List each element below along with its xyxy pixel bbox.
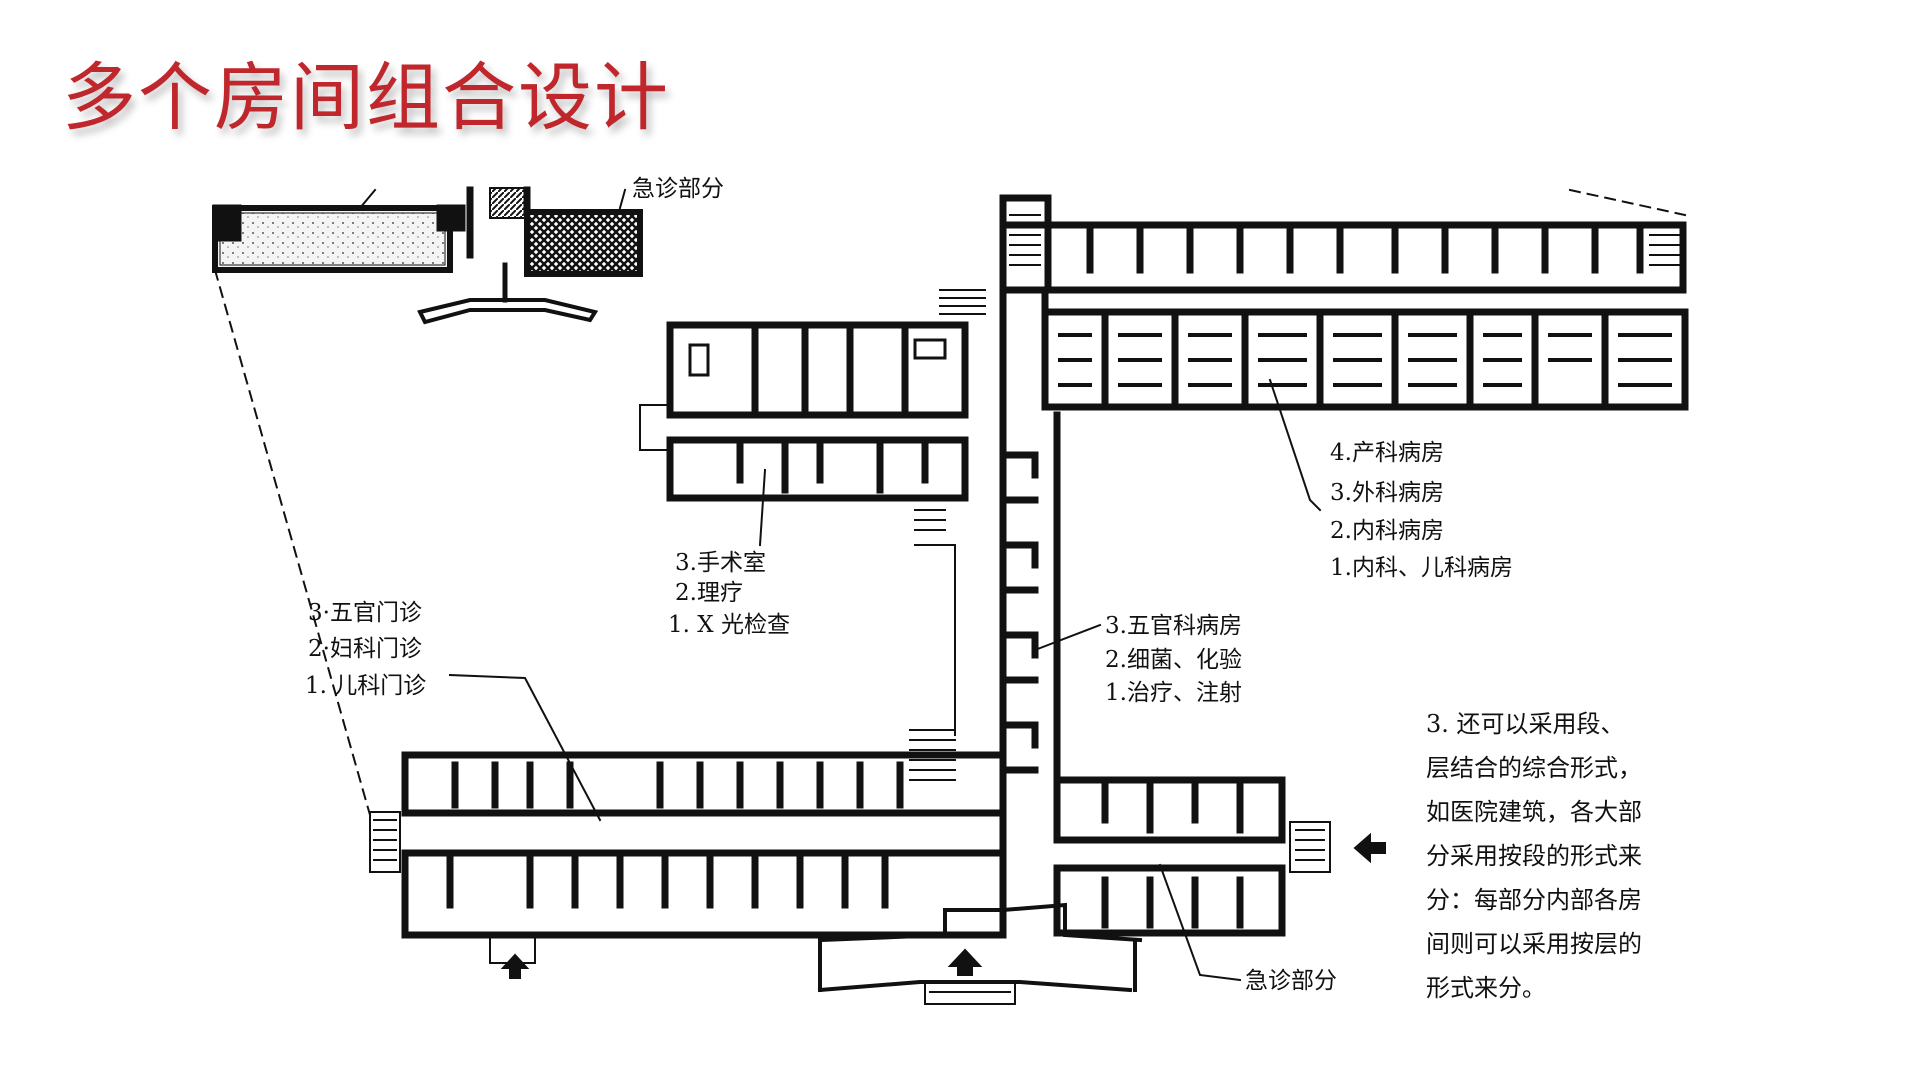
label-treatment-3: 3.五官科病房	[1105, 613, 1242, 639]
note-line: 分：每部分内部各房	[1426, 886, 1642, 914]
surgery-block	[639, 321, 969, 502]
ward-block-north	[939, 194, 1689, 411]
leader-lines	[358, 188, 1322, 982]
label-surgery-1: 1. X 光检查	[668, 612, 790, 638]
note-line: 3. 还可以采用段、	[1426, 710, 1625, 738]
note-line: 分采用按段的形式来	[1426, 842, 1642, 870]
label-outpatient-3: 3·五官门诊	[308, 600, 422, 626]
label-ward-1: 1.内科、儿科病房	[1330, 555, 1513, 581]
central-corridor	[909, 286, 1061, 884]
surgery-labels: 3.手术室 2.理疗 1. X 光检查	[668, 550, 790, 638]
note-line: 层结合的综合形式，	[1426, 754, 1642, 782]
annotation-note: 3. 还可以采用段、 层结合的综合形式， 如医院建筑，各大部 分采用按段的形式来…	[1426, 702, 1686, 1010]
label-ward-4: 4.产科病房	[1330, 440, 1444, 466]
label-emergency-top: 急诊部分	[632, 176, 724, 202]
projection-lines	[213, 188, 1687, 817]
inset-building	[212, 186, 643, 325]
note-line: 如医院建筑，各大部	[1426, 798, 1642, 826]
note-line: 间则可以采用按层的	[1426, 930, 1642, 958]
label-outpatient-1: 1. 儿科门诊	[305, 673, 426, 699]
label-ward-3: 3.外科病房	[1330, 480, 1444, 506]
label-treatment-1: 1.治疗、注射	[1105, 680, 1242, 706]
label-surgery-3: 3.手术室	[675, 550, 766, 576]
note-line: 形式来分。	[1426, 974, 1546, 1002]
label-outpatient-2: 2·妇科门诊	[308, 636, 422, 662]
treatment-labels: 3.五官科病房 2.细菌、化验 1.治疗、注射	[1105, 613, 1242, 706]
label-emergency: 急诊部分	[1245, 968, 1337, 994]
emergency-block	[1053, 776, 1386, 937]
page-title: 多个房间组合设计	[62, 55, 670, 141]
label-surgery-2: 2.理疗	[675, 580, 743, 606]
label-treatment-2: 2.细菌、化验	[1105, 647, 1242, 673]
outpatient-block	[369, 751, 1007, 979]
outpatient-labels: 3·五官门诊 2·妇科门诊 1. 儿科门诊	[305, 600, 426, 699]
label-ward-2: 2.内科病房	[1330, 518, 1444, 544]
ward-labels: 4.产科病房 3.外科病房 2.内科病房 1.内科、儿科病房	[1330, 440, 1513, 581]
main-entrance	[817, 902, 1143, 1005]
